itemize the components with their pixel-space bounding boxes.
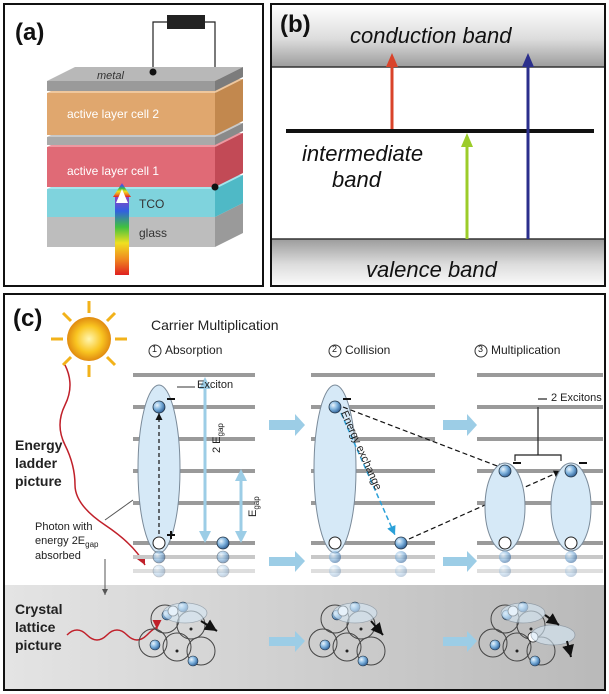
sun-icon bbox=[51, 301, 127, 377]
band-diagram bbox=[272, 5, 604, 285]
conduction-band-region bbox=[272, 5, 604, 67]
panel-a-label: (a) bbox=[15, 19, 45, 46]
conduction-band-label: conduction band bbox=[350, 23, 512, 48]
green-arrow-icon bbox=[461, 133, 473, 147]
glass-layer bbox=[47, 217, 215, 247]
intermediate-band-line bbox=[286, 129, 594, 133]
step-1-number: 1 bbox=[152, 344, 158, 354]
valence-band-label: valence band bbox=[366, 257, 497, 282]
egap-label: Egap bbox=[247, 496, 261, 517]
panel-c-label: (c) bbox=[13, 305, 43, 332]
egap-sub: gap bbox=[252, 496, 262, 510]
step-1-label: Absorption bbox=[165, 343, 223, 357]
wire-left bbox=[152, 21, 167, 69]
step-3-label: Multiplication bbox=[491, 343, 561, 357]
layer-label-glass: glass bbox=[139, 226, 167, 240]
tco-layer bbox=[47, 189, 215, 217]
exciton-label: Exciton bbox=[197, 379, 234, 391]
solar-cell-stack-diagram: metal active layer cell 2 active layer c… bbox=[47, 15, 243, 275]
layer-label-metal: metal bbox=[97, 70, 124, 82]
panel-b: (b) conduction band intermediate band va… bbox=[270, 3, 606, 287]
photon-note-2: energy 2Egap bbox=[35, 535, 99, 549]
carrier-multiplication-diagram bbox=[5, 301, 604, 689]
photon-note-1: Photon with bbox=[35, 521, 93, 533]
metal-layer bbox=[47, 81, 215, 91]
egap-text: E bbox=[247, 509, 259, 517]
cell1-layer bbox=[47, 147, 215, 187]
intermediate-band-label-2: band bbox=[332, 167, 381, 192]
layer-label-tco: TCO bbox=[139, 197, 164, 211]
panel-a: (a) bbox=[3, 3, 264, 287]
flow-arrows bbox=[269, 414, 477, 652]
intermediate-band-label-1: intermediate bbox=[302, 141, 424, 166]
light-beam bbox=[115, 195, 129, 275]
photon-path-crystal bbox=[66, 619, 162, 641]
two-excitons-label: 2 Excitons bbox=[551, 392, 602, 404]
red-arrow-icon bbox=[386, 53, 398, 67]
energy-ladder-label-1: Energy bbox=[15, 437, 63, 453]
crystal-label-1: Crystal bbox=[15, 601, 63, 617]
layer-label-cell2: active layer cell 2 bbox=[67, 107, 159, 121]
step-3-number: 3 bbox=[478, 344, 484, 354]
energy-ladder-label-2: ladder bbox=[15, 455, 58, 471]
cell2-layer bbox=[47, 93, 215, 135]
panel-c: (c) Carrier Multiplication 1 Absorption … bbox=[3, 293, 606, 691]
valence-band-region bbox=[272, 239, 604, 285]
photon-note-2-text: energy 2E bbox=[35, 535, 86, 547]
two-egap-label: 2 Egap bbox=[211, 423, 225, 453]
resistor-icon bbox=[167, 15, 205, 29]
photon-note-2-sub: gap bbox=[85, 540, 99, 550]
photon-note-3: absorbed bbox=[35, 550, 81, 562]
light-arrow-icon bbox=[116, 189, 128, 203]
two-egap-text: 2 E bbox=[211, 436, 223, 453]
panel-b-label: (b) bbox=[280, 11, 311, 38]
crystal-label-3: picture bbox=[15, 637, 62, 653]
crystal-label-2: lattice bbox=[15, 619, 56, 635]
step-2-number: 2 bbox=[332, 344, 338, 354]
carrier-multiplication-title: Carrier Multiplication bbox=[151, 317, 279, 333]
blue-arrow-icon bbox=[522, 53, 534, 67]
photon-path bbox=[59, 364, 146, 566]
two-egap-sub: gap bbox=[216, 423, 226, 437]
layer-label-cell1: active layer cell 1 bbox=[67, 164, 159, 178]
energy-ladder-label-3: picture bbox=[15, 473, 62, 489]
crystal-lattice-region bbox=[5, 585, 604, 689]
step-2-label: Collision bbox=[345, 343, 391, 357]
